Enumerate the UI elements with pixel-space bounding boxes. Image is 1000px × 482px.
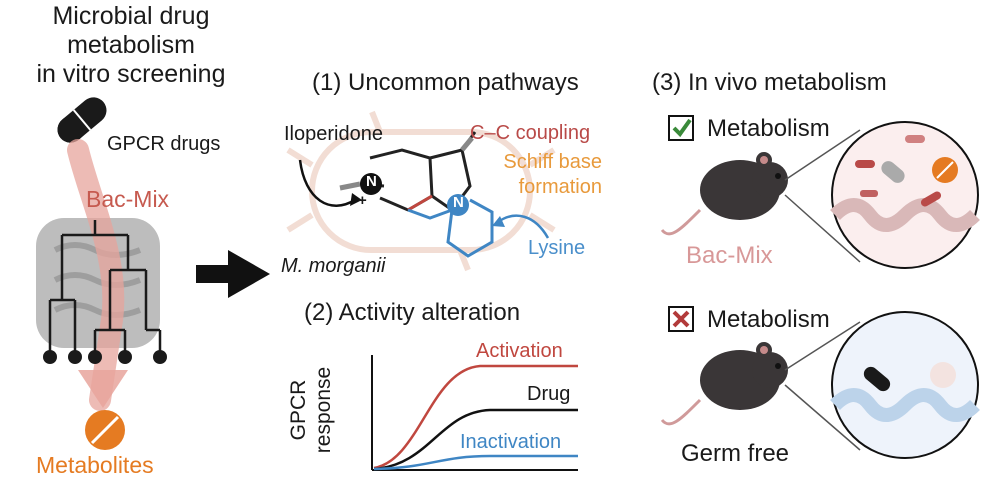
nitrogen-lysine-atom xyxy=(447,194,469,216)
iloperidone-label: Iloperidone xyxy=(284,123,383,145)
atom-n-lysine: N xyxy=(453,194,464,211)
charge-label: + xyxy=(358,192,367,209)
zoom-lines xyxy=(784,129,861,451)
activation-curve xyxy=(373,364,578,470)
activation-label: Activation xyxy=(476,340,563,362)
check-icon xyxy=(668,115,694,141)
main-arrow-icon xyxy=(196,250,270,298)
panel1-title: (1) Uncommon pathways xyxy=(312,69,579,96)
metabolism-yes-label: Metabolism xyxy=(707,115,830,142)
iloperidone-arrowhead xyxy=(350,193,362,206)
gut-circle-bacmix xyxy=(830,121,980,269)
panel2-title: (2) Activity alteration xyxy=(304,299,521,326)
atom-n-plus: N xyxy=(366,173,377,190)
cc-bond-stub xyxy=(460,136,474,152)
cross-icon xyxy=(668,306,694,332)
mouse-icon xyxy=(660,152,788,236)
metabolites-label: Metabolites xyxy=(36,452,154,478)
organism-label: M. morganii xyxy=(281,255,386,277)
gut-circle-germfree xyxy=(830,311,980,459)
ilo-bond-stub xyxy=(339,181,361,191)
iloperidone-arrow xyxy=(298,159,356,207)
bac-mix-mouse-label: Bac-Mix xyxy=(686,242,773,269)
dendrogram-leaves xyxy=(43,350,167,364)
inactivation-label: Inactivation xyxy=(460,431,562,453)
metabolite-icon xyxy=(85,410,125,450)
lysine-label: Lysine xyxy=(528,237,586,259)
screening-title: Microbial drug metabolism in vitro scree… xyxy=(36,2,226,88)
inactivation-curve xyxy=(373,454,578,471)
nitrogen-plus-atom xyxy=(360,173,382,195)
cc-coupling-label: C–C coupling xyxy=(470,122,591,144)
lysine-arrow xyxy=(497,214,550,239)
flow-arrowhead xyxy=(78,370,128,408)
germ-free-label: Germ free xyxy=(681,440,790,467)
mouse-icon-2 xyxy=(660,342,788,426)
panel3-title: (3) In vivo metabolism xyxy=(652,69,887,96)
pill-icon xyxy=(57,97,107,143)
schiff-base-label: Schiff base formation xyxy=(503,151,602,198)
response-axis-label: GPCR response xyxy=(287,366,335,454)
lysine-arrowhead xyxy=(492,216,505,227)
response-chart xyxy=(371,355,578,471)
bac-mix-label: Bac-Mix xyxy=(86,186,170,212)
dendrogram xyxy=(48,220,162,355)
bacterium-outline xyxy=(286,110,556,272)
drug-curve xyxy=(373,408,578,471)
gpcr-drugs-label: GPCR drugs xyxy=(107,133,221,155)
bac-mix-flow xyxy=(67,139,125,411)
drug-label: Drug xyxy=(527,383,571,405)
metabolism-no-label: Metabolism xyxy=(707,306,830,333)
